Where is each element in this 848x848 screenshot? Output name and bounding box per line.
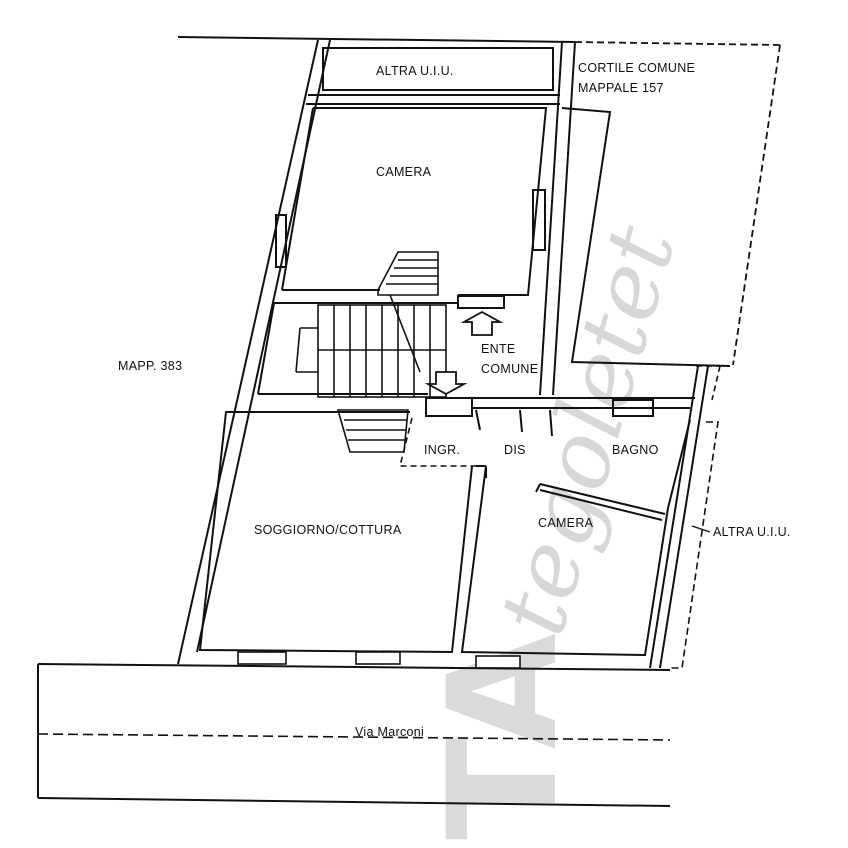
stair-core bbox=[295, 251, 447, 453]
label-via-marconi: Via Marconi bbox=[355, 725, 424, 739]
arrow-up-icon bbox=[460, 310, 504, 336]
label-dis: DIS bbox=[504, 443, 526, 457]
cortile-comune-area bbox=[574, 41, 781, 366]
altra-uiu-right-leader bbox=[691, 525, 711, 533]
label-camera-bottom: CAMERA bbox=[538, 516, 594, 530]
label-altra-uiu-right: ALTRA U.I.U. bbox=[713, 525, 791, 539]
building-walls bbox=[177, 39, 576, 665]
arrow-down-icon bbox=[424, 371, 468, 396]
label-mapp-383: MAPP. 383 bbox=[118, 359, 182, 373]
label-soggiorno-cottura: SOGGIORNO/COTTURA bbox=[254, 523, 402, 537]
label-camera-top: CAMERA bbox=[376, 165, 432, 179]
label-ente: ENTE bbox=[481, 342, 516, 356]
facade-windows bbox=[237, 651, 521, 669]
altra-uiu-right-dashed bbox=[668, 421, 719, 669]
label-cortile-comune: CORTILE COMUNE bbox=[578, 61, 695, 75]
top-boundary-line bbox=[177, 36, 576, 43]
label-mappale-157: MAPPALE 157 bbox=[578, 81, 664, 95]
label-bagno: BAGNO bbox=[612, 443, 659, 457]
room-camera-top bbox=[275, 107, 548, 296]
label-comune: COMUNE bbox=[481, 362, 538, 376]
cortile-inner-wall bbox=[561, 107, 731, 367]
lower-apartment-walls bbox=[198, 365, 709, 669]
label-ingr: INGR. bbox=[424, 443, 460, 457]
label-altra-uiu-top: ALTRA U.I.U. bbox=[376, 64, 454, 78]
ente-comune-walls bbox=[257, 295, 695, 417]
street-centerline bbox=[37, 733, 671, 741]
street-via-marconi bbox=[37, 663, 671, 807]
